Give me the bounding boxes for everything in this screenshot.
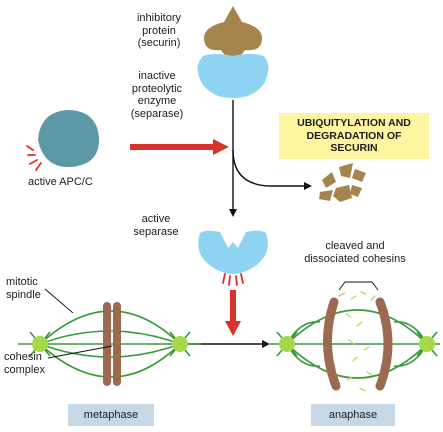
anaphase-label: anaphase xyxy=(311,404,395,426)
cleaved-bracket xyxy=(338,281,379,291)
securin-fragments xyxy=(319,163,366,202)
metaphase-pole-right xyxy=(172,336,188,352)
ubiquitylation-box: UBIQUITYLATION AND DEGRADATION OF SECURI… xyxy=(279,113,429,159)
active-separase-label: active separase xyxy=(133,213,179,238)
anaphase-chromatids xyxy=(323,297,393,391)
securin-label: inhibitory protein (securin) xyxy=(136,12,182,49)
anaphase-pole-right xyxy=(419,336,435,352)
degradation-arrow xyxy=(232,149,312,190)
apcc-shape xyxy=(38,110,100,168)
apcc-active-marks xyxy=(26,145,42,171)
anaphase-pole-left xyxy=(279,336,295,352)
securin-shape xyxy=(204,6,262,58)
apcc-label: active APC/C xyxy=(28,176,93,188)
cleaved-cohesin-fragments xyxy=(338,291,376,392)
cleaved-cohesins-label: cleaved and dissociated cohesins xyxy=(304,240,406,265)
separase-active-shape xyxy=(198,230,268,274)
metaphase-label: metaphase xyxy=(68,404,154,426)
cohesin-complex-label: cohesin complex xyxy=(4,351,45,376)
metaphase-chromosome xyxy=(103,302,121,386)
cohesin-leader-line xyxy=(47,345,113,359)
inactive-separase-label: inactive proteolytic enzyme (separase) xyxy=(130,70,184,120)
separase-arrow-head xyxy=(225,321,241,336)
separase-inactive-shape xyxy=(197,54,269,98)
separase-active-marks xyxy=(222,273,244,286)
mitotic-spindle-label: mitotic spindle xyxy=(6,276,41,301)
spindle-leader-line xyxy=(44,288,74,314)
apcc-arrow-head xyxy=(213,139,229,155)
metaphase-pole-left xyxy=(32,336,48,352)
